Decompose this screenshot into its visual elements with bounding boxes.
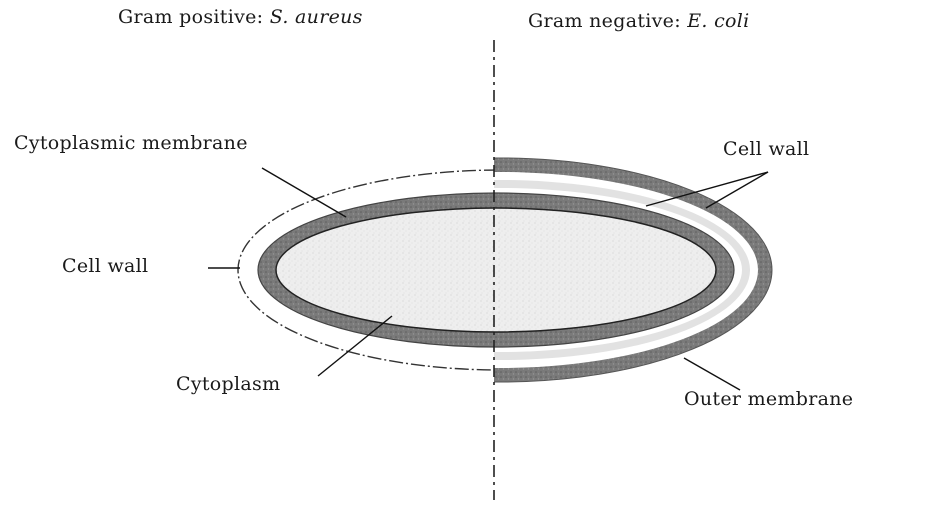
label-cell-wall-right: Cell wall [723,138,809,160]
gram-positive-title: Gram positive: S. aureus [118,6,363,28]
label-cytoplasm: Cytoplasm [176,373,280,395]
gram-negative-species: E. coli [687,10,749,32]
label-outer-membrane: Outer membrane [684,388,853,410]
leader-outer-membrane [684,358,740,390]
cytoplasm [276,208,716,332]
label-cytoplasmic-membrane: Cytoplasmic membrane [14,132,248,154]
gram-negative-prefix: Gram negative: [528,10,681,32]
leader-cell-wall-right-2 [706,172,768,208]
label-cell-wall-left: Cell wall [62,255,148,277]
gram-positive-species: S. aureus [270,6,363,28]
gram-positive-prefix: Gram positive: [118,6,263,28]
gram-negative-title: Gram negative: E. coli [528,10,750,32]
